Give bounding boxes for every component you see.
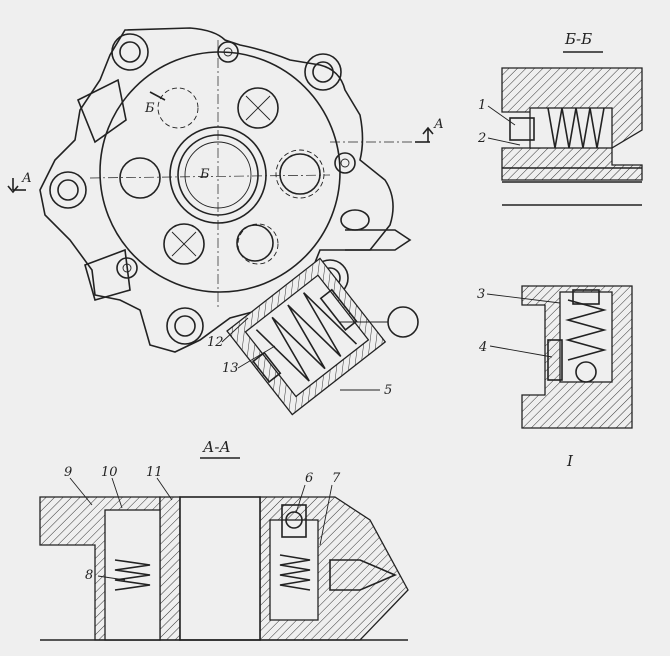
callout-9: 9	[64, 465, 72, 480]
section-bb-view: Б-Б	[501, 30, 643, 206]
callout-2: 2	[477, 131, 486, 146]
callout-7: 7	[332, 471, 341, 486]
cut-b-upper-label: Б	[144, 101, 155, 116]
callout-12: 12	[207, 335, 224, 350]
callout-3: 3	[477, 287, 485, 302]
callout-10: 10	[101, 465, 118, 480]
pump-plan-view	[39, 27, 419, 416]
callout-13: 13	[222, 361, 239, 376]
callout-8: 8	[85, 568, 93, 583]
callout-1: 1	[478, 98, 486, 113]
detail-i-label: I	[566, 452, 574, 470]
callout-11: 11	[146, 465, 163, 480]
detail-i-view: I	[521, 285, 633, 470]
cut-a-left-label: А	[21, 171, 32, 186]
callout-numbers: 1 2 3 4 5 6 7 8 9 10 11 12 13	[64, 98, 487, 583]
callout-5: 5	[384, 383, 392, 398]
callout-6: 6	[305, 471, 313, 486]
section-bb-title: Б-Б	[564, 30, 592, 48]
cut-a-right-label: А	[433, 117, 444, 132]
callout-leaders	[69, 105, 561, 581]
section-aa-title: А-А	[202, 438, 231, 456]
section-aa-view: А-А	[39, 438, 409, 641]
section-markers: А А Б Б	[7, 91, 444, 194]
callout-4: 4	[478, 340, 487, 355]
cut-b-lower-label: Б	[199, 167, 210, 182]
